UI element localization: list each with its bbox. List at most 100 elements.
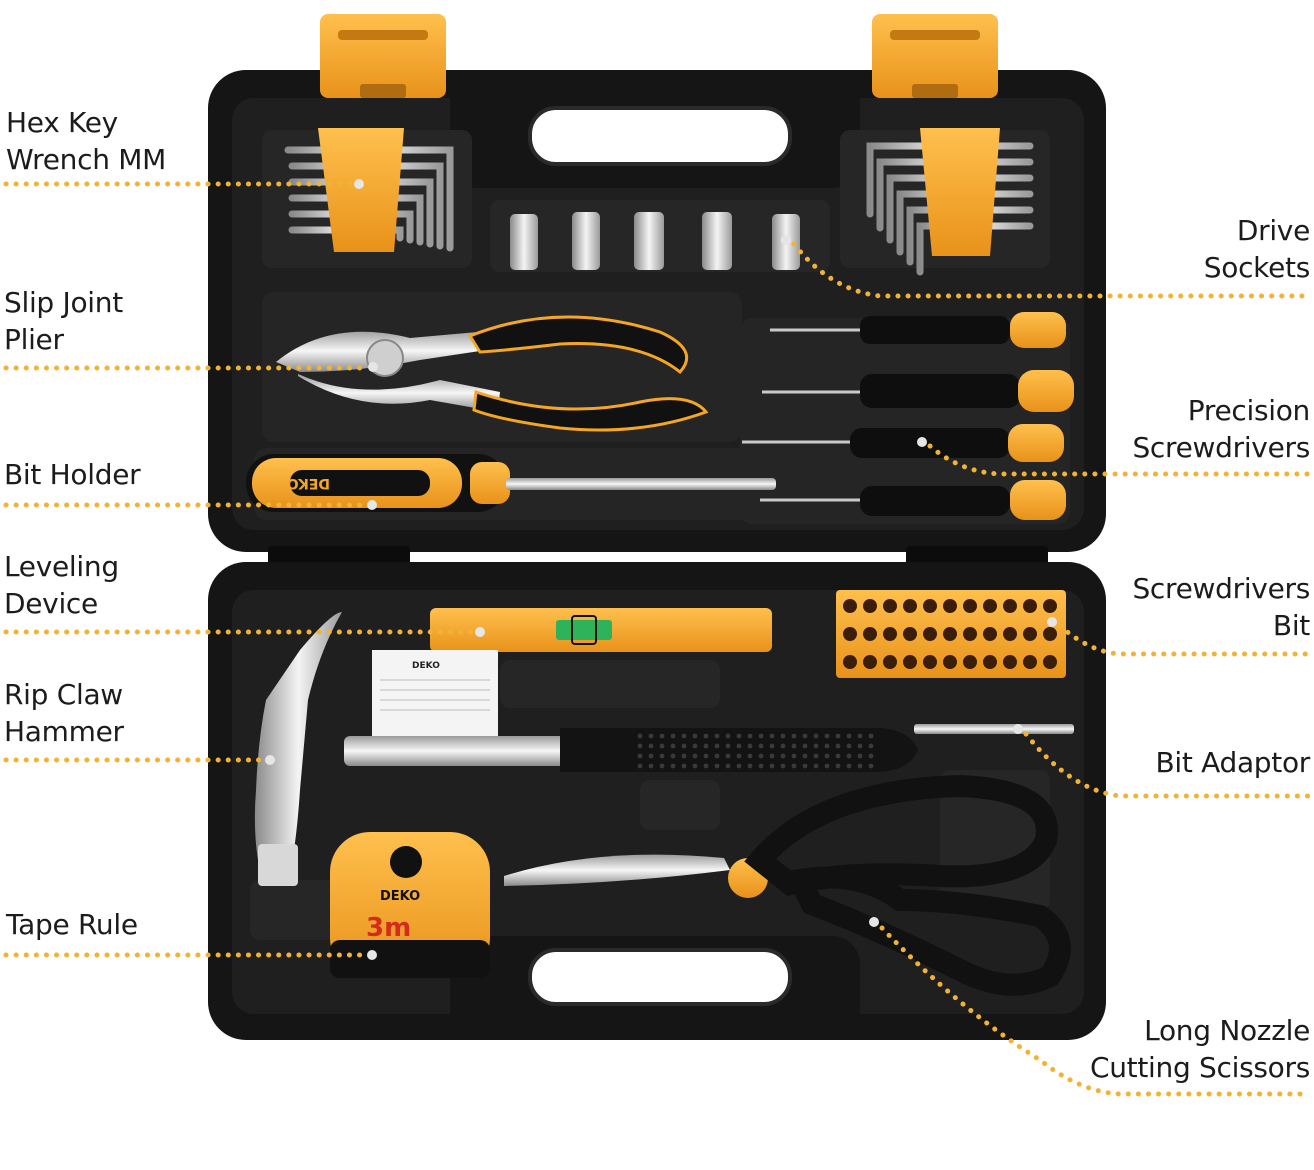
label-hex-key: Hex Key Wrench MM — [6, 104, 166, 178]
label-line: Sockets — [1203, 251, 1311, 284]
label-bit-holder: Bit Holder — [4, 456, 141, 493]
hammer-grip-texture — [857, 733, 863, 739]
hammer-grip-texture — [747, 763, 753, 769]
screwdriver-bit — [903, 627, 917, 641]
label-line: Slip Joint — [4, 286, 123, 319]
hammer-grip-texture — [659, 763, 665, 769]
hammer-grip-texture — [637, 743, 643, 749]
hammer-grip-texture — [824, 763, 830, 769]
long-nozzle-scissors — [504, 774, 1071, 996]
hammer-grip-texture — [747, 743, 753, 749]
label-drive-sockets: Drive Sockets — [1203, 212, 1311, 286]
label-bit-adaptor: Bit Adaptor — [1155, 744, 1310, 781]
hammer-grip-texture — [736, 733, 742, 739]
hammer-grip-texture — [725, 763, 731, 769]
hammer-grip-texture — [813, 753, 819, 759]
hammer-grip-texture — [681, 753, 687, 759]
hammer-grip-texture — [747, 753, 753, 759]
latch-right — [872, 14, 998, 98]
hammer-grip-texture — [637, 763, 643, 769]
hammer-grip-texture — [670, 763, 676, 769]
hammer-grip-texture — [846, 763, 852, 769]
screwdriver-bit — [983, 599, 997, 613]
hammer-grip-texture — [692, 753, 698, 759]
screwdriver-bit — [943, 599, 957, 613]
label-slip-joint-plier: Slip Joint Plier — [4, 284, 123, 358]
label-line: Tape Rule — [6, 908, 138, 941]
screwdriver-bit — [963, 599, 977, 613]
label-line: Plier — [4, 323, 64, 356]
screwdriver-bit — [843, 655, 857, 669]
hammer-grip-texture — [802, 763, 808, 769]
screwdriver-bit — [863, 627, 877, 641]
hammer-grip-texture — [670, 743, 676, 749]
hammer-grip-texture — [857, 753, 863, 759]
screwdriver-bit — [1003, 599, 1017, 613]
hammer-grip-texture — [681, 743, 687, 749]
hammer-grip-texture — [824, 733, 830, 739]
slip-joint-plier — [276, 315, 709, 432]
screwdriver-bit — [923, 655, 937, 669]
screwdriver-bit — [923, 599, 937, 613]
screwdriver-bit — [1023, 627, 1037, 641]
label-tape-rule: Tape Rule — [6, 906, 138, 943]
label-line: Cutting Scissors — [1089, 1051, 1310, 1084]
bit-holder-screwdriver: DEKO — [246, 454, 776, 512]
hammer-grip-texture — [769, 733, 775, 739]
screwdriver-bit — [983, 655, 997, 669]
screwdriver-bit — [1023, 655, 1037, 669]
hammer-grip-texture — [747, 733, 753, 739]
label-line: Screwdrivers — [1132, 431, 1310, 464]
bit-adaptor — [914, 724, 1074, 734]
hammer-grip-texture — [813, 763, 819, 769]
hammer-grip-texture — [758, 763, 764, 769]
label-precision-screwdrivers: Precision Screwdrivers — [1132, 392, 1310, 466]
label-long-nozzle-scissors: Long Nozzle Cutting Scissors — [1090, 1012, 1310, 1086]
hammer-grip-texture — [703, 763, 709, 769]
drive-sockets — [510, 212, 800, 270]
hammer-grip-texture — [714, 753, 720, 759]
hammer-grip-texture — [703, 753, 709, 759]
label-leveling-device: Leveling Device — [4, 548, 119, 622]
screwdriver-bits — [836, 590, 1066, 678]
hammer-grip-texture — [868, 733, 874, 739]
hammer-grip-texture — [835, 763, 841, 769]
screwdriver-bit — [1043, 599, 1057, 613]
screwdriver-bit — [963, 627, 977, 641]
hammer-grip-texture — [714, 763, 720, 769]
hammer-grip-texture — [835, 743, 841, 749]
hammer-grip-texture — [780, 753, 786, 759]
screwdriver-bit — [843, 627, 857, 641]
hammer-grip-texture — [791, 763, 797, 769]
tape-rule: DEKO 3m — [330, 832, 490, 978]
hammer-grip-texture — [670, 753, 676, 759]
hammer-grip-texture — [736, 753, 742, 759]
screwdriver-bit — [883, 655, 897, 669]
screwdriver-bit — [943, 627, 957, 641]
leader-scissors — [879, 925, 1313, 1097]
label-line: Screwdrivers — [1132, 572, 1310, 605]
hammer-grip-texture — [758, 733, 764, 739]
label-line: Device — [4, 587, 98, 620]
hammer-grip-texture — [714, 733, 720, 739]
hammer-grip-texture — [769, 743, 775, 749]
hammer-grip-texture — [637, 733, 643, 739]
hammer-grip-texture — [692, 743, 698, 749]
hammer-grip-texture — [769, 763, 775, 769]
hex-key-holder-left — [318, 128, 404, 252]
hammer-grip-texture — [868, 743, 874, 749]
card-brand: DEKO — [412, 661, 440, 671]
leader-bits — [1057, 623, 1313, 657]
hammer-grip-texture — [835, 753, 841, 759]
label-screwdrivers-bit: Screwdrivers Bit — [1132, 570, 1310, 644]
screwdriver-bit — [943, 655, 957, 669]
screwdriver-bit — [843, 599, 857, 613]
hammer-grip-texture — [692, 733, 698, 739]
hammer-grip-texture — [802, 753, 808, 759]
hammer-grip-texture — [703, 733, 709, 739]
hammer-grip-texture — [659, 743, 665, 749]
screwdriver-bit — [1043, 627, 1057, 641]
hammer-grip-texture — [824, 753, 830, 759]
label-line: Bit Holder — [4, 458, 141, 491]
case-hinges — [268, 546, 1048, 566]
